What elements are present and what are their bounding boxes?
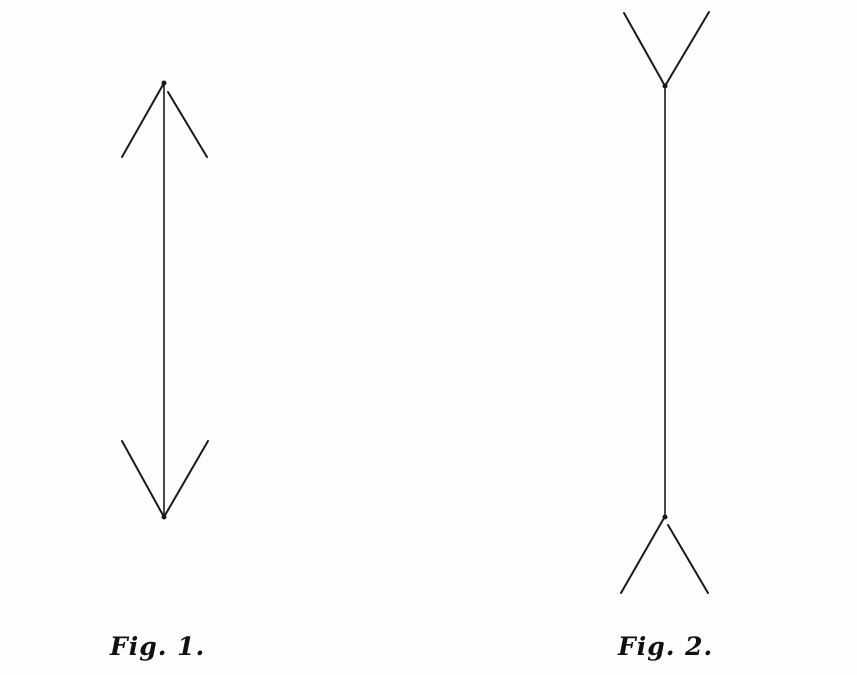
vertex-dot (161, 80, 167, 86)
vertex-dot (161, 514, 167, 520)
fin-line (121, 82, 165, 158)
fin-line (620, 517, 665, 594)
vertex-dot (662, 83, 668, 89)
fin-line (664, 11, 710, 87)
figure-2-caption: Fig. 2. (618, 632, 714, 661)
fin-line (667, 524, 709, 594)
fin-line (163, 440, 209, 518)
fin-line (167, 91, 208, 158)
figure-1-arrowheads (121, 80, 209, 520)
vertex-dot (662, 514, 668, 520)
figure-2-tails (620, 11, 710, 594)
fin-line (623, 12, 666, 87)
figure-1-caption: Fig. 1. (110, 632, 206, 661)
fin-line (121, 440, 165, 518)
